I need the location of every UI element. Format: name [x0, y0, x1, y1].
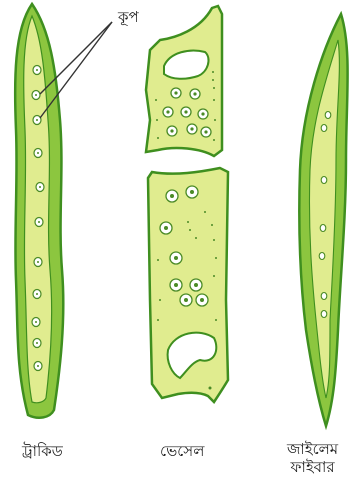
tracheid-cell [15, 4, 63, 418]
xylem-fiber-label: জাইলেম ফাইবার [287, 440, 338, 476]
tracheid-label: ট্রাকিড [22, 442, 63, 460]
vessel-upper-segment [146, 6, 222, 156]
xylem-fiber-label-line2: ফাইবার [287, 458, 338, 476]
xylem-fiber-label-line1: জাইলেম [287, 440, 338, 458]
vessel-lower-segment [148, 168, 228, 402]
pit-label: কূপ [118, 8, 139, 26]
vessel-label: ভেসেল [160, 442, 204, 460]
xylem-fiber-cell [299, 14, 347, 426]
